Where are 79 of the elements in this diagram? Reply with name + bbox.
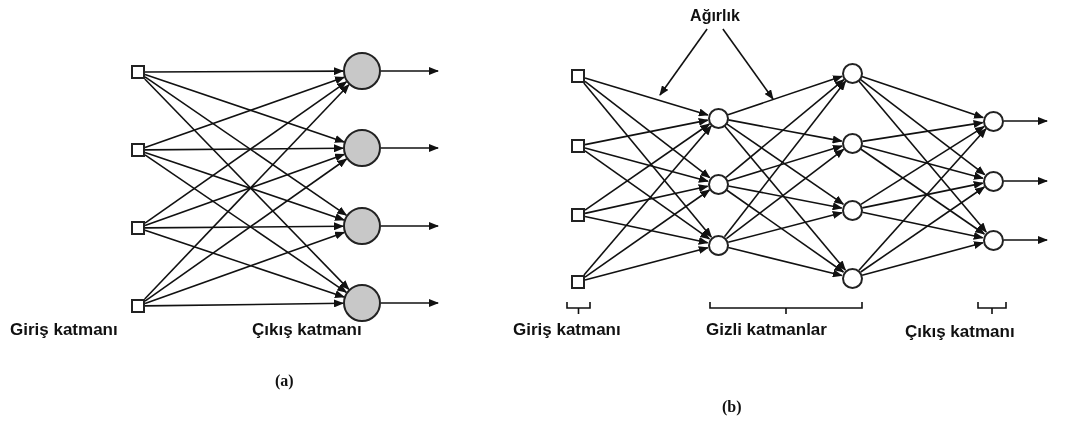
- arrow: [725, 189, 845, 273]
- neuron-circle: [841, 199, 863, 221]
- arrow: [584, 184, 709, 215]
- neuron-circle: [343, 284, 381, 322]
- arrow: [584, 123, 711, 211]
- input-square: [571, 69, 585, 83]
- arrow: [583, 125, 712, 276]
- input-square: [131, 299, 145, 313]
- arrow: [380, 222, 439, 230]
- arrow: [584, 147, 709, 183]
- arrow: [584, 246, 709, 281]
- neuron-circle: [982, 110, 1004, 132]
- layer-label: Çıkış katmanı: [252, 320, 362, 340]
- arrow: [144, 144, 344, 153]
- neuron-circle: [982, 170, 1004, 192]
- panel-caption: (b): [722, 398, 742, 416]
- neuron-circle: [343, 52, 381, 90]
- arrow: [584, 215, 709, 245]
- input-square: [571, 139, 585, 153]
- input-square: [131, 221, 145, 235]
- arrow: [858, 80, 987, 233]
- layer-label: Çıkış katmanı: [905, 322, 1015, 342]
- arrow: [1002, 117, 1048, 125]
- arrow: [723, 125, 847, 271]
- arrow: [861, 144, 984, 180]
- arrow: [861, 181, 984, 209]
- arrow: [723, 80, 847, 238]
- arrow: [584, 80, 711, 179]
- arrow: [727, 211, 843, 244]
- arrow: [144, 222, 344, 231]
- neuron-circle: [343, 207, 381, 245]
- arrow: [859, 186, 986, 273]
- arrow: [725, 148, 845, 240]
- arrow: [583, 82, 713, 238]
- arrow: [858, 128, 987, 271]
- neuron-circle: [707, 173, 729, 195]
- arrow: [727, 246, 843, 278]
- arrow: [584, 189, 711, 278]
- neuron-circle: [841, 62, 863, 84]
- arrow: [727, 144, 843, 182]
- input-square: [131, 143, 145, 157]
- arrow: [725, 123, 845, 205]
- leader-arrow: [659, 28, 708, 96]
- arrow: [727, 185, 843, 211]
- arrow: [1002, 236, 1048, 244]
- panel-caption: (a): [275, 372, 294, 390]
- layer-label: Gizli katmanlar: [706, 320, 827, 340]
- neuron-circle: [707, 107, 729, 129]
- arrow: [859, 78, 986, 176]
- arrow: [727, 119, 843, 144]
- arrow: [380, 299, 439, 307]
- arrow: [861, 120, 984, 143]
- input-square: [571, 275, 585, 289]
- neuron-circle: [841, 132, 863, 154]
- arrow: [727, 75, 843, 116]
- leader-arrow: [722, 28, 774, 100]
- arrow: [725, 78, 845, 179]
- arrow: [144, 299, 344, 308]
- arrow: [380, 67, 439, 75]
- layer-label: Giriş katmanı: [513, 320, 621, 340]
- neuron-circle: [841, 267, 863, 289]
- input-square: [571, 208, 585, 222]
- neuron-circle: [707, 234, 729, 256]
- arrow: [860, 125, 985, 206]
- neuron-circle: [982, 229, 1004, 251]
- input-square: [131, 65, 145, 79]
- arrow: [144, 67, 344, 76]
- arrow: [584, 117, 709, 146]
- arrow: [584, 77, 709, 117]
- arrow: [584, 150, 711, 240]
- layer-label: Giriş katmanı: [10, 320, 118, 340]
- neuron-circle: [343, 129, 381, 167]
- arrow: [1002, 177, 1048, 185]
- weight-label: Ağırlık: [675, 7, 755, 29]
- arrow: [380, 144, 439, 152]
- arrow: [861, 75, 985, 119]
- arrow: [861, 211, 984, 240]
- arrow: [861, 241, 984, 277]
- arrow: [859, 148, 986, 235]
